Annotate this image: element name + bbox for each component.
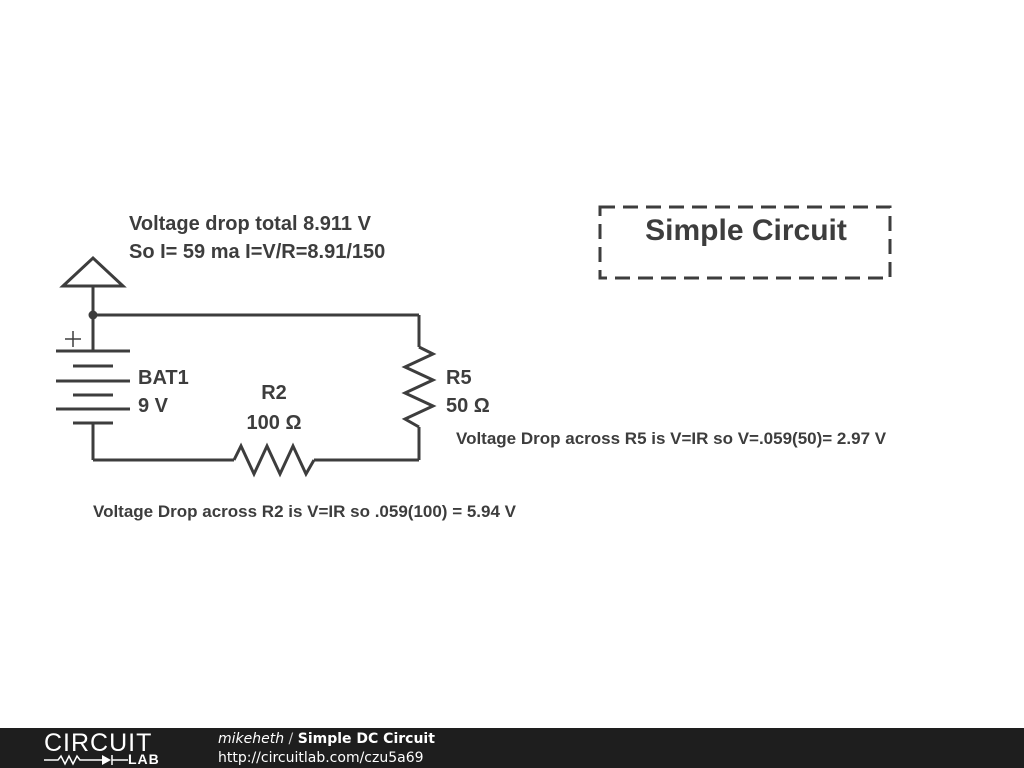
note-r5: Voltage Drop across R5 is V=IR so V=.059… <box>456 429 887 448</box>
r5-value-label: 50 Ω <box>446 395 490 417</box>
note-total-line2: So I= 59 ma I=V/R=8.91/150 <box>129 241 385 263</box>
battery-plus-icon <box>65 331 81 347</box>
title-text: Simple Circuit <box>645 214 847 247</box>
project-title-link[interactable]: Simple DC Circuit <box>297 731 435 747</box>
footer-bar: CIRCUIT LAB mikeheth / Simple DC Circuit… <box>0 728 1024 768</box>
circuitlab-logo-lab: LAB <box>128 751 160 767</box>
footer-separator: / <box>284 731 298 747</box>
note-total-line1: Voltage drop total 8.911 V <box>129 213 372 235</box>
footer-credit: mikeheth / Simple DC Circuit <box>218 730 435 748</box>
bat1-name-label: BAT1 <box>138 367 189 389</box>
circuitlab-logo-text[interactable]: CIRCUIT <box>44 729 153 757</box>
r2-value-label: 100 Ω <box>247 412 302 434</box>
r2-name-label: R2 <box>261 382 287 404</box>
author-link[interactable]: mikeheth <box>218 731 285 747</box>
battery-symbol <box>56 349 130 425</box>
footer-url-link[interactable]: http://circuitlab.com/czu5a69 <box>218 750 424 766</box>
note-r2: Voltage Drop across R2 is V=IR so .059(1… <box>93 502 517 521</box>
schematic-canvas: Voltage drop total 8.911 V So I= 59 ma I… <box>56 205 892 521</box>
circuitlab-logo-icon <box>44 754 128 766</box>
resistor-r5-symbol <box>401 345 437 429</box>
resistor-r2-symbol <box>232 442 316 478</box>
bat1-value-label: 9 V <box>138 395 169 417</box>
r5-name-label: R5 <box>446 367 472 389</box>
supply-triangle-symbol <box>59 255 127 288</box>
junction-node <box>88 310 98 320</box>
title-box <box>598 205 892 280</box>
